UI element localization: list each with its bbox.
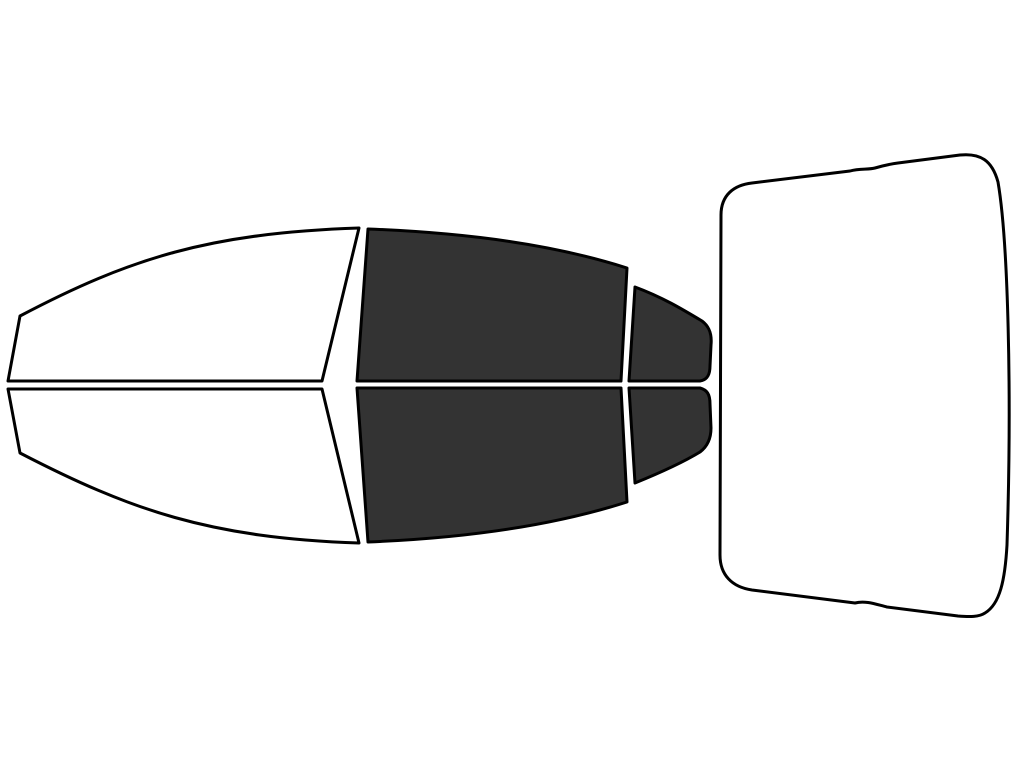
- front-passenger-window: [6, 387, 361, 545]
- front-driver-window: [6, 226, 361, 383]
- rear-passenger-window: [355, 386, 629, 544]
- rear-driver-quarter-window: [627, 285, 713, 383]
- rear-windshield: [718, 153, 1011, 619]
- rear-passenger-quarter-window: [627, 386, 713, 485]
- rear-driver-window: [355, 227, 629, 383]
